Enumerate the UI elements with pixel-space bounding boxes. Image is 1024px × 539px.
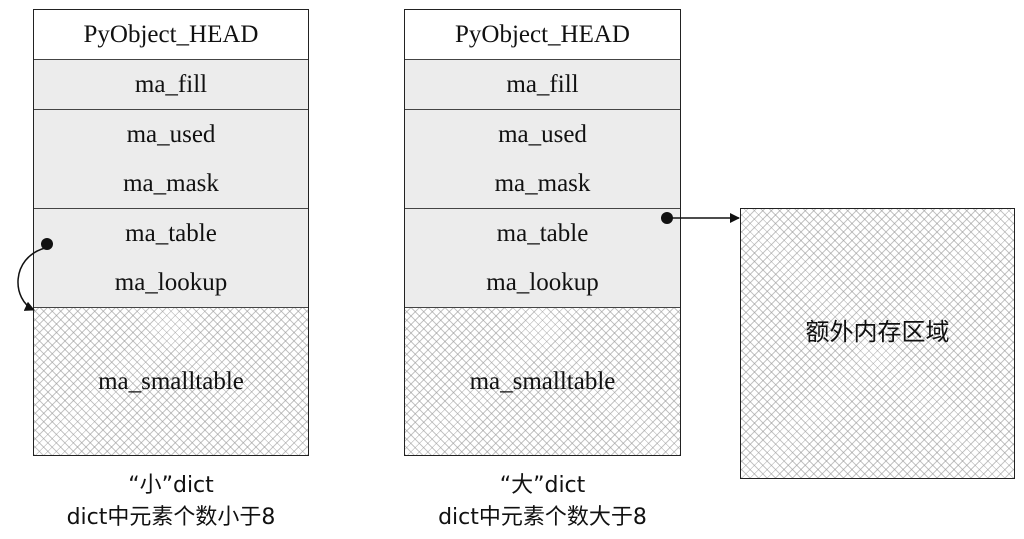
field-ma-fill: ma_fill	[405, 60, 680, 110]
field-ma-lookup: ma_lookup	[34, 258, 308, 308]
large-dict-struct: PyObject_HEAD ma_fill ma_used ma_mask ma…	[404, 9, 681, 456]
smalltable-label: ma_smalltable	[469, 367, 616, 395]
field-ma-used: ma_used	[34, 110, 308, 160]
large-dict-caption-title: “大”dict	[499, 473, 586, 498]
field-pyobject-head: PyObject_HEAD	[34, 10, 308, 60]
large-dict-caption: “大”dict dict中元素个数大于8	[404, 470, 681, 534]
field-ma-table: ma_table	[405, 209, 680, 259]
field-ma-smalltable: ma_smalltable	[405, 308, 680, 455]
field-ma-fill: ma_fill	[34, 60, 308, 110]
small-dict-caption: “小”dict dict中元素个数小于8	[33, 470, 309, 534]
small-dict-caption-title: “小”dict	[128, 473, 214, 498]
small-dict-caption-desc: dict中元素个数小于8	[66, 505, 276, 530]
field-ma-lookup: ma_lookup	[405, 258, 680, 308]
field-ma-table: ma_table	[34, 209, 308, 259]
field-pyobject-head: PyObject_HEAD	[405, 10, 680, 60]
smalltable-label: ma_smalltable	[98, 367, 244, 395]
field-ma-used: ma_used	[405, 110, 680, 160]
field-ma-smalltable: ma_smalltable	[34, 308, 308, 455]
extra-memory-region: 额外内存区域	[740, 208, 1015, 479]
small-dict-struct: PyObject_HEAD ma_fill ma_used ma_mask ma…	[33, 9, 309, 456]
large-dict-caption-desc: dict中元素个数大于8	[438, 505, 647, 530]
field-ma-mask: ma_mask	[34, 159, 308, 209]
extra-memory-label: 额外内存区域	[805, 318, 950, 346]
field-ma-mask: ma_mask	[405, 159, 680, 209]
